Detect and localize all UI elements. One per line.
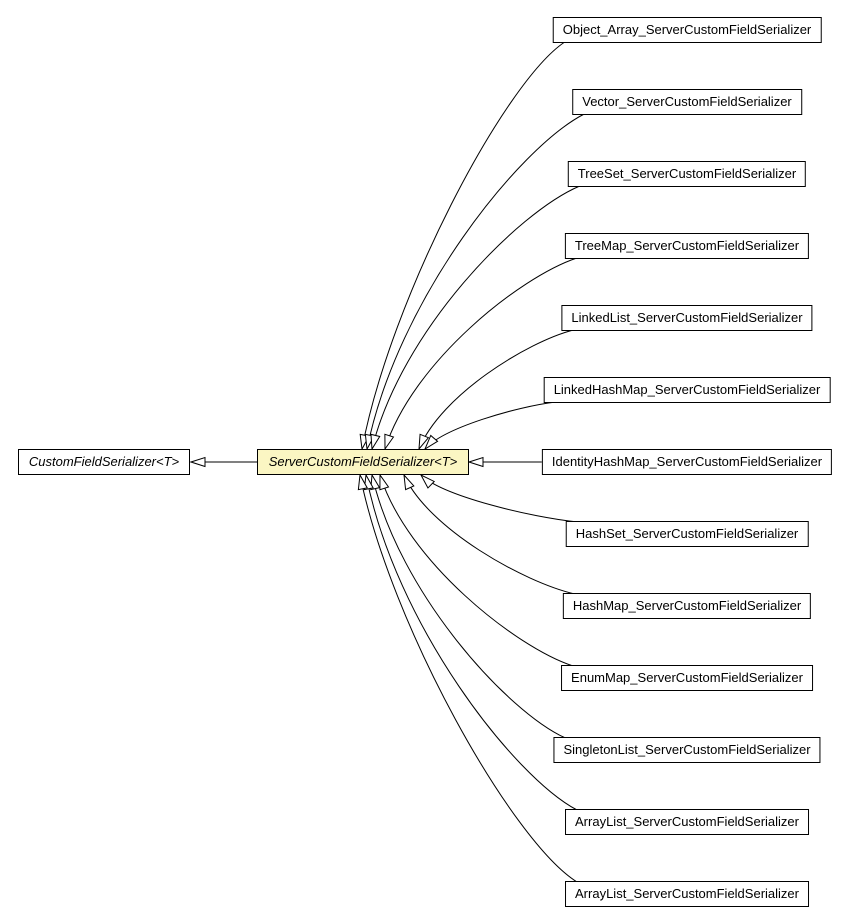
extends-edge — [421, 475, 578, 523]
extends-edge — [366, 475, 578, 811]
extends-edge — [362, 41, 566, 449]
class-box-subclass[interactable]: IdentityHashMap_ServerCustomFieldSeriali… — [541, 449, 833, 475]
class-box-subclass[interactable]: Object_Array_ServerCustomFieldSerializer — [552, 17, 822, 43]
class-box-subclass[interactable]: ArrayList_ServerCustomFieldSerializer — [565, 881, 809, 907]
class-box-subclass[interactable]: LinkedList_ServerCustomFieldSerializer — [561, 305, 813, 331]
extends-edge — [372, 185, 580, 449]
class-box-subclass[interactable]: SingletonList_ServerCustomFieldSerialize… — [553, 737, 821, 763]
class-box-subclass[interactable]: Vector_ServerCustomFieldSerializer — [572, 89, 802, 115]
extends-edge — [367, 113, 585, 449]
class-box-subclass[interactable]: ArrayList_ServerCustomFieldSerializer — [565, 809, 809, 835]
extends-edge — [404, 475, 575, 595]
class-box-subclass[interactable]: EnumMap_ServerCustomFieldSerializer — [561, 665, 813, 691]
class-box-current: ServerCustomFieldSerializer<T> — [257, 449, 469, 475]
extends-edge — [419, 329, 574, 449]
extends-edge — [360, 475, 578, 883]
extends-edge — [372, 475, 566, 739]
class-box-subclass[interactable]: LinkedHashMap_ServerCustomFieldSerialize… — [543, 377, 831, 403]
extends-edge — [385, 257, 578, 449]
class-box-subclass[interactable]: TreeSet_ServerCustomFieldSerializer — [567, 161, 807, 187]
class-box-subclass[interactable]: HashSet_ServerCustomFieldSerializer — [565, 521, 809, 547]
class-box-superclass[interactable]: CustomFieldSerializer<T> — [18, 449, 190, 475]
extends-edge — [380, 475, 574, 667]
class-box-subclass[interactable]: HashMap_ServerCustomFieldSerializer — [562, 593, 812, 619]
extends-edge — [425, 401, 556, 449]
class-box-subclass[interactable]: TreeMap_ServerCustomFieldSerializer — [564, 233, 810, 259]
